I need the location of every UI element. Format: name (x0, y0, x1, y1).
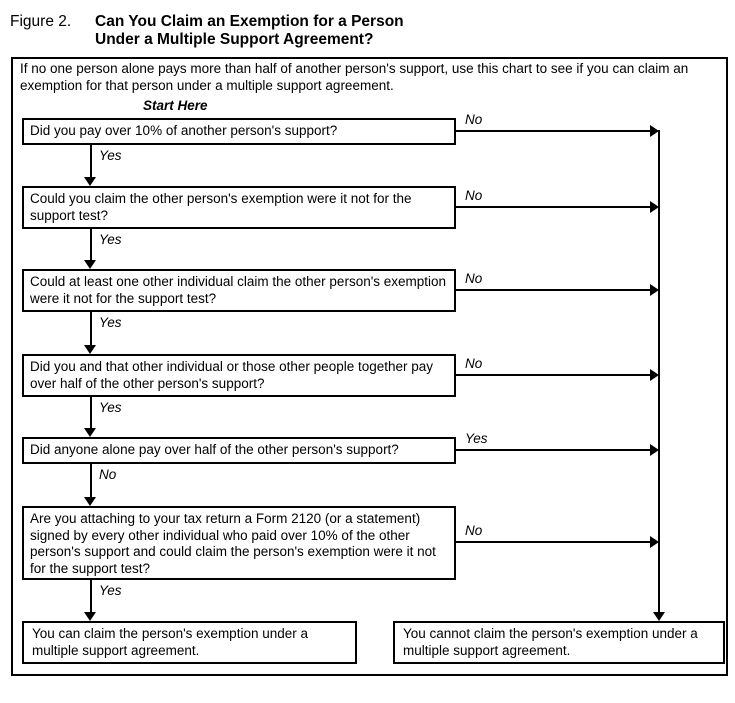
down-arrowhead-2 (84, 260, 96, 269)
right-arrow-line-2 (456, 206, 650, 208)
down-arrow-label-4: Yes (99, 400, 122, 415)
right-arrow-line-5 (456, 449, 650, 451)
right-arrowhead-2 (650, 201, 659, 213)
down-arrow-label-6: Yes (99, 583, 122, 598)
question-box-5: Did anyone alone pay over half of the ot… (22, 437, 456, 464)
figure-title-line1: Can You Claim an Exemption for a Person (95, 13, 404, 30)
right-arrowhead-6 (650, 536, 659, 548)
right-arrow-line-6 (456, 541, 650, 543)
question-text-4: Did you and that other individual or tho… (30, 359, 434, 391)
right-arrowhead-1 (650, 125, 659, 137)
question-box-4: Did you and that other individual or tho… (22, 354, 456, 397)
result-box-can-claim: You can claim the person's exemption und… (22, 621, 357, 664)
question-box-2: Could you claim the other person's exemp… (22, 186, 456, 229)
down-arrow-label-1: Yes (99, 148, 122, 163)
down-arrow-line-6 (90, 580, 92, 612)
right-arrow-line-3 (456, 289, 650, 291)
question-text-2: Could you claim the other person's exemp… (30, 191, 412, 223)
right-arrow-label-4: No (465, 356, 483, 371)
chart-border (11, 57, 728, 676)
down-arrow-line-3 (90, 312, 92, 345)
right-arrowhead-5 (650, 444, 659, 456)
figure-title: Can You Claim an Exemption for a Person … (95, 13, 404, 49)
start-here-label: Start Here (143, 98, 208, 113)
down-arrow-line-2 (90, 229, 92, 260)
question-text-6: Are you attaching to your tax return a F… (30, 511, 436, 576)
right-arrow-label-5: Yes (465, 431, 488, 446)
result-text-can-claim: You can claim the person's exemption und… (32, 626, 308, 658)
down-arrowhead-1 (84, 177, 96, 186)
right-arrow-label-1: No (465, 112, 483, 127)
down-arrow-label-3: Yes (99, 315, 122, 330)
down-arrowhead-6 (84, 612, 96, 621)
down-arrow-line-1 (90, 145, 92, 177)
down-arrowhead-4 (84, 428, 96, 437)
question-text-1: Did you pay over 10% of another person's… (30, 123, 338, 138)
down-arrow-label-5: No (99, 467, 117, 482)
intro-text: If no one person alone pays more than ha… (20, 61, 689, 93)
right-arrowhead-3 (650, 284, 659, 296)
result-text-cannot-claim: You cannot claim the person's exemption … (403, 626, 698, 658)
question-text-5: Did anyone alone pay over half of the ot… (30, 442, 399, 457)
question-text-3: Could at least one other individual clai… (30, 274, 447, 306)
question-box-1: Did you pay over 10% of another person's… (22, 118, 456, 145)
right-arrow-label-3: No (465, 271, 483, 286)
result-box-cannot-claim: You cannot claim the person's exemption … (393, 621, 725, 664)
right-arrow-label-6: No (465, 523, 483, 538)
right-arrow-label-2: No (465, 188, 483, 203)
merge-line (658, 130, 660, 612)
figure-number-label: Figure 2. (10, 13, 72, 30)
right-arrowhead-4 (650, 369, 659, 381)
down-arrow-line-4 (90, 397, 92, 428)
down-arrow-line-5 (90, 464, 92, 497)
merge-arrowhead (653, 612, 665, 621)
right-arrow-line-4 (456, 374, 650, 376)
down-arrow-label-2: Yes (99, 232, 122, 247)
down-arrowhead-3 (84, 345, 96, 354)
figure-title-line2: Under a Multiple Support Agreement? (95, 31, 374, 48)
question-box-6: Are you attaching to your tax return a F… (22, 506, 456, 580)
down-arrowhead-5 (84, 497, 96, 506)
question-box-3: Could at least one other individual clai… (22, 269, 456, 312)
right-arrow-line-1 (456, 130, 650, 132)
